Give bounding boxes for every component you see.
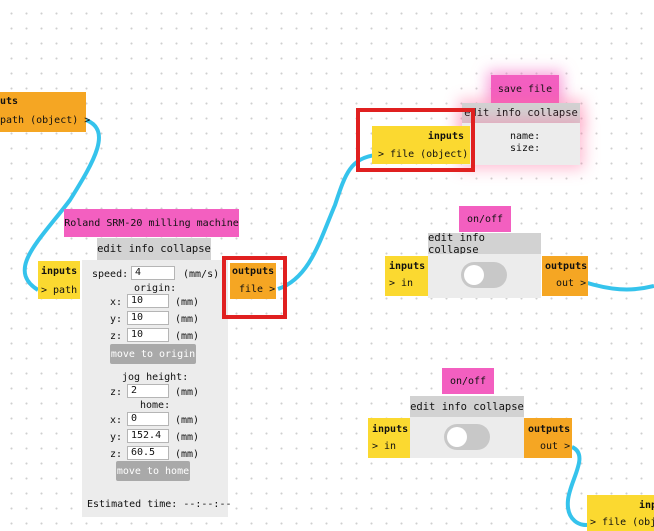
move-to-origin-button[interactable]: move to origin (110, 344, 196, 364)
jog-height-input[interactable]: 2 (127, 384, 169, 398)
home-z-axis: z: (110, 449, 123, 460)
onoff1-inputs: inputs > in (385, 256, 428, 296)
origin-x-axis: x: (110, 297, 123, 308)
onoff1-outputs: outputs out > (542, 256, 588, 296)
onoff1-toggle-knob (464, 265, 484, 285)
home-y-unit: (mm) (175, 432, 200, 443)
roland-body: speed: 4 (mm/s) origin: x: 10 (mm) y: 10… (82, 260, 232, 517)
origin-x-input[interactable]: 10 (127, 294, 169, 308)
onoff2-bar[interactable]: edit info collapse (410, 396, 524, 417)
speed-label: speed: (92, 269, 129, 280)
onoff1-inputs-header: inputs (389, 261, 426, 272)
wire-onoff1-out (583, 280, 654, 292)
onoff2-toggle-knob (447, 427, 467, 447)
left-node-port[interactable]: path (object) > (0, 115, 91, 126)
save-file-bar[interactable]: edit info collapse (462, 103, 580, 123)
jog-height-label: jog height: (122, 372, 189, 383)
bottom-right-header: inp (639, 500, 654, 511)
roland-outputs: outputs file > (230, 263, 276, 299)
home-z-unit: (mm) (175, 449, 200, 460)
move-to-home-button[interactable]: move to home (116, 461, 190, 481)
roland-input-port[interactable]: > path (41, 285, 78, 296)
onoff1-bar[interactable]: edit info collapse (428, 232, 541, 256)
origin-y-input[interactable]: 10 (127, 311, 169, 325)
onoff2-outputs-header: outputs (528, 424, 571, 435)
onoff2-inputs-header: inputs (372, 424, 409, 435)
onoff1-title[interactable]: on/off (459, 206, 511, 232)
home-x-unit: (mm) (175, 415, 200, 426)
wire-path-to-roland (22, 118, 101, 292)
speed-unit: (mm/s) (183, 269, 220, 280)
highlight-roland-output (222, 256, 287, 319)
jog-z-axis: z: (110, 387, 123, 398)
onoff2-body (410, 417, 524, 458)
speed-input[interactable]: 4 (131, 266, 175, 280)
bottom-right-inputs: inp > file (object) (587, 495, 654, 531)
left-node-outputs: uts path (object) > (0, 92, 90, 132)
onoff1-toggle[interactable] (461, 262, 507, 288)
onoff2-inputs: inputs > in (368, 418, 410, 458)
onoff1-body (428, 254, 541, 298)
left-node-header: uts (0, 96, 19, 107)
onoff1-output-port[interactable]: out > (556, 278, 587, 289)
highlight-save-file-input (356, 108, 475, 172)
origin-z-unit: (mm) (175, 331, 200, 342)
save-file-inputs: inputs > file (object) (372, 126, 470, 164)
save-file-inputs-header: inputs (427, 131, 464, 142)
home-x-axis: x: (110, 415, 123, 426)
roland-inputs-header: inputs (41, 266, 78, 277)
wire-roland-to-save (277, 153, 377, 291)
roland-inputs: inputs > path (38, 261, 80, 299)
save-file-body: name: size: (462, 123, 580, 165)
bottom-right-port[interactable]: > file (object) (590, 517, 654, 528)
home-z-input[interactable]: 60.5 (127, 446, 169, 460)
roland-outputs-header: outputs (232, 266, 275, 277)
jog-height-unit: (mm) (175, 387, 200, 398)
save-file-name-label: name: (510, 131, 541, 142)
home-y-axis: y: (110, 432, 123, 443)
origin-z-input[interactable]: 10 (127, 328, 169, 342)
wire-onoff2-to-file (565, 445, 593, 527)
roland-bar[interactable]: edit info collapse (97, 238, 211, 260)
home-x-input[interactable]: 0 (127, 412, 169, 426)
origin-y-unit: (mm) (175, 314, 200, 325)
estimated-time: Estimated time: --:--:-- (87, 499, 232, 510)
onoff1-outputs-header: outputs (545, 261, 588, 272)
origin-z-axis: z: (110, 331, 123, 342)
roland-output-port[interactable]: file > (239, 284, 276, 295)
roland-title[interactable]: Roland SRM-20 milling machine (64, 209, 239, 237)
origin-x-unit: (mm) (175, 297, 200, 308)
origin-y-axis: y: (110, 314, 123, 325)
onoff2-toggle[interactable] (444, 424, 490, 450)
save-file-input-port[interactable]: > file (object) (378, 149, 469, 160)
home-y-input[interactable]: 152.4 (127, 429, 169, 443)
save-file-size-label: size: (510, 143, 541, 154)
save-file-title[interactable]: save file (491, 75, 559, 103)
home-label: home: (140, 400, 171, 411)
onoff2-title[interactable]: on/off (442, 368, 494, 394)
onoff2-output-port[interactable]: out > (540, 441, 571, 452)
onoff1-input-port[interactable]: > in (389, 278, 414, 289)
onoff2-outputs: outputs out > (524, 418, 572, 458)
origin-label: origin: (134, 283, 177, 294)
onoff2-input-port[interactable]: > in (372, 441, 397, 452)
